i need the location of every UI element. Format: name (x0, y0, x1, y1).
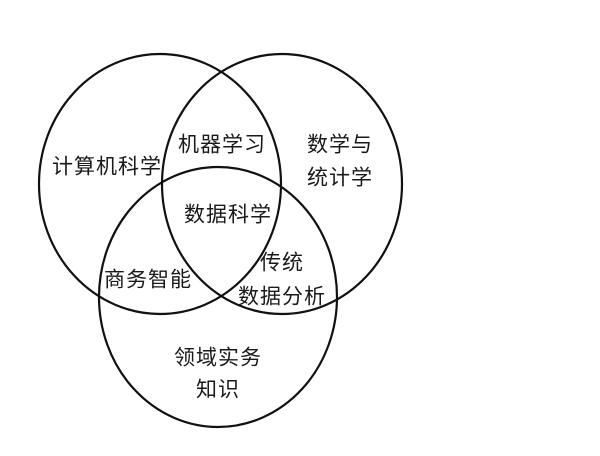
label-computer-science: 计算机科学 (52, 154, 162, 179)
label-domain-line1: 领域实务 (174, 345, 262, 370)
label-data-science: 数据科学 (184, 202, 272, 227)
circle-domain-knowledge (97, 165, 339, 429)
label-math-line2: 统计学 (307, 165, 373, 190)
label-business-intelligence: 商务智能 (104, 267, 192, 292)
label-math-line1: 数学与 (307, 132, 373, 157)
label-domain-line2: 知识 (196, 377, 240, 402)
label-machine-learning: 机器学习 (178, 132, 266, 157)
circle-math-statistics (160, 52, 404, 316)
label-traditional-line2: 数据分析 (238, 284, 326, 309)
label-traditional-line1: 传统 (260, 250, 304, 275)
circle-computer-science (37, 52, 283, 316)
